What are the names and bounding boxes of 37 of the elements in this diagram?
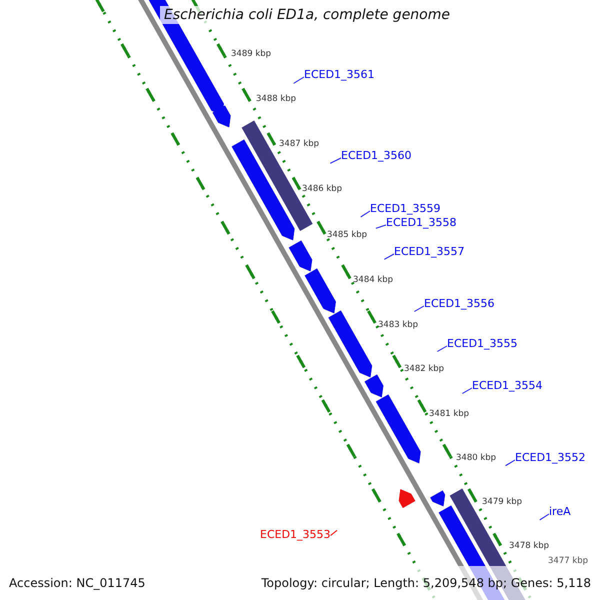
genome-stats-text: Topology: circular; Length: 5,209,548 bp; Genes: 5,118 — [261, 576, 591, 590]
leader-line — [539, 514, 550, 520]
scale-label: 3479 kbp — [482, 497, 522, 507]
gene-label: ECED1_3556 — [424, 297, 495, 310]
leader-line — [384, 254, 394, 260]
scale-label: 3482 kbp — [404, 364, 444, 374]
gene-label: ireA — [549, 505, 571, 518]
accession-text: Accession: NC_011745 — [9, 576, 146, 590]
scale-label: 3488 kbp — [256, 94, 296, 104]
leader-line — [293, 76, 304, 84]
scale-label: 3477 kbp — [548, 556, 588, 566]
gene-label: ECED1_3561 — [304, 68, 375, 81]
leader-line — [505, 460, 516, 466]
scale-label: 3481 kbp — [429, 409, 470, 419]
gene-label: ECED1_3555 — [447, 337, 518, 350]
gene-label: ECED1_3558 — [386, 216, 457, 229]
gene-label: ECED1_3553 — [260, 528, 331, 541]
leader-line — [330, 530, 338, 536]
leader-line — [375, 224, 386, 229]
scale-label: 3483 kbp — [378, 320, 418, 330]
scale-label: 3485 kbp — [327, 230, 368, 240]
gene-label: ECED1_3560 — [341, 149, 412, 162]
scale-label: 3486 kbp — [302, 184, 342, 194]
leader-line — [436, 346, 448, 352]
scale-label: 3478 kbp — [509, 541, 550, 551]
gene-label: ECED1_3559 — [370, 202, 441, 215]
leader-line — [360, 210, 370, 218]
scale-label: 3487 kbp — [279, 139, 320, 149]
leader-line — [462, 388, 472, 394]
scale-label: 3489 kbp — [231, 49, 272, 59]
leader-line — [330, 158, 342, 164]
gene-label: ECED1_3552 — [515, 451, 586, 464]
scale-label: 3484 kbp — [353, 275, 394, 285]
gene-label: ECED1_3557 — [394, 245, 465, 258]
gene-label: ECED1_3554 — [472, 379, 543, 392]
scale-label: 3480 kbp — [456, 453, 496, 463]
leader-line — [414, 306, 424, 312]
